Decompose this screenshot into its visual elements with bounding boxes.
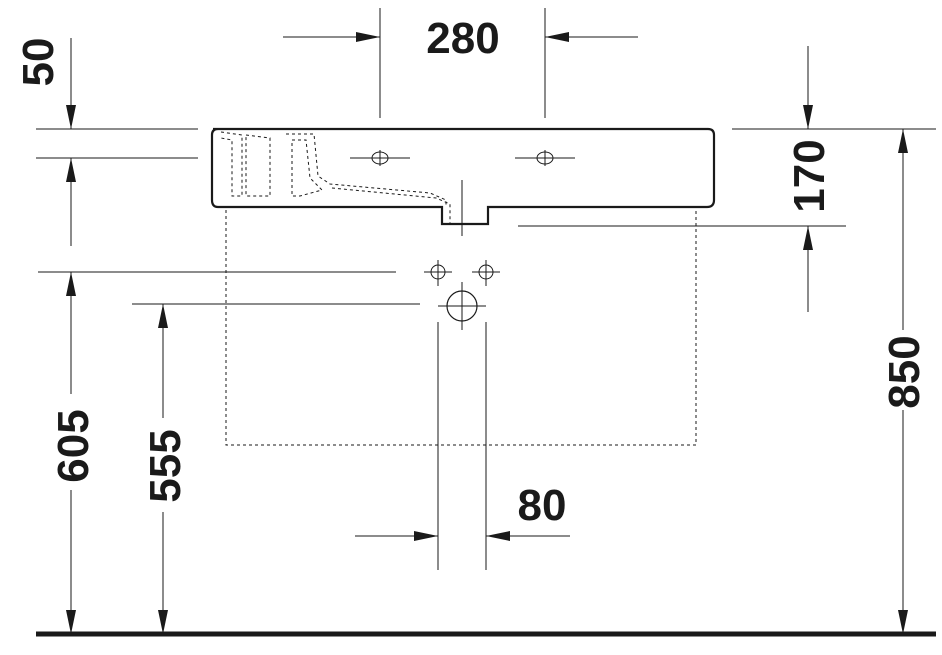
dimension-170: 170 xyxy=(518,46,936,312)
basin xyxy=(210,127,716,236)
dimension-280: 280 xyxy=(283,8,638,118)
label-555: 555 xyxy=(141,429,190,502)
dimension-50: 50 xyxy=(14,38,198,246)
dimension-605: 605 xyxy=(38,271,396,634)
dimension-80: 80 xyxy=(355,322,570,570)
wall-connections xyxy=(424,260,500,330)
label-850: 850 xyxy=(880,335,929,408)
label-80: 80 xyxy=(518,481,567,530)
label-605: 605 xyxy=(49,409,98,482)
label-280: 280 xyxy=(426,14,499,63)
label-50: 50 xyxy=(14,38,63,87)
dimension-555: 555 xyxy=(132,303,420,634)
label-170: 170 xyxy=(785,139,834,212)
cabinet-outline xyxy=(225,206,697,446)
dimension-850: 850 xyxy=(880,129,929,634)
